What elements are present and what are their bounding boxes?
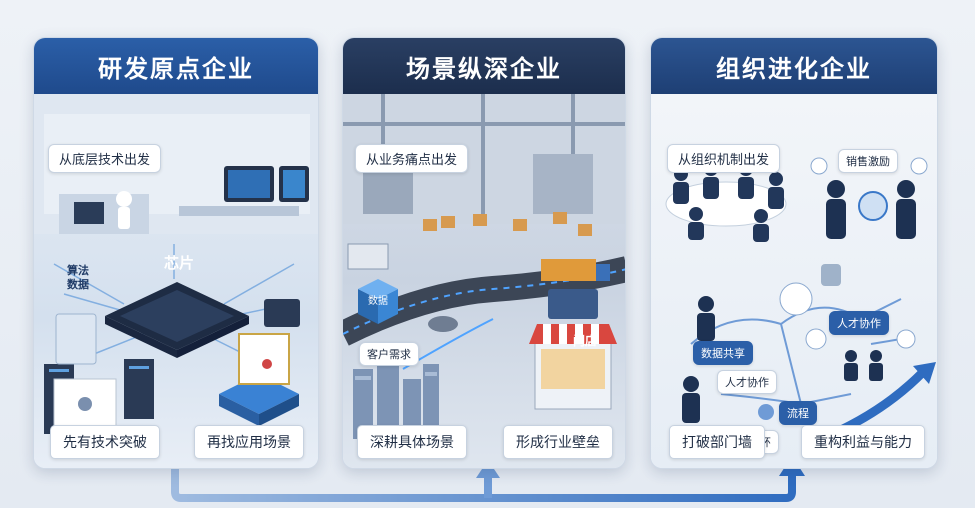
side-label: 算法 数据 bbox=[67, 264, 89, 291]
column-title: 研发原点企业 bbox=[34, 38, 318, 94]
hub-label: 数据 bbox=[368, 296, 388, 307]
bottom-left-label: 深耕具体场景 bbox=[357, 425, 467, 459]
tag-label: 从业务痛点出发 bbox=[355, 144, 469, 173]
talent-collab-label-2: 人才协作 bbox=[717, 370, 777, 394]
column-scenario-depth: 场景纵深企业 bbox=[342, 37, 626, 469]
tag-label: 从底层技术出发 bbox=[48, 144, 162, 173]
column-illustration: 芯片 算法 数据 从底层技术出发 先有技术突破 再找应用场景 bbox=[34, 94, 318, 468]
arrow-up-right-icon bbox=[913, 362, 936, 384]
column-illustration: 从组织机制出发 销售激励 数据共享 人才协作 人才协作 流程 流环 打破部门墙 … bbox=[651, 94, 937, 468]
column-title: 组织进化企业 bbox=[651, 38, 937, 94]
sales-incentive-label: 销售激励 bbox=[838, 149, 898, 173]
process-label: 流程 bbox=[779, 401, 817, 425]
column-rd-origin: 研发原点企业 bbox=[33, 37, 319, 469]
bottom-right-label: 重构利益与能力 bbox=[801, 425, 925, 459]
arrow-up-icon bbox=[476, 460, 500, 478]
talent-collab-label: 人才协作 bbox=[829, 311, 889, 335]
column-title: 场景纵深企业 bbox=[343, 38, 625, 94]
column-org-evolution: 组织进化企业 bbox=[650, 37, 938, 469]
org-illustration bbox=[665, 157, 936, 444]
store-sign: 门店 bbox=[573, 334, 598, 348]
customer-demand-label: 客户需求 bbox=[359, 342, 419, 366]
data-share-label: 数据共享 bbox=[693, 341, 753, 365]
column-illustration: 门店 数据 从业务痛点出发 客户需求 深耕具体场景 形成行业壁垒 bbox=[343, 94, 625, 468]
bottom-left-label: 先有技术突破 bbox=[50, 425, 160, 459]
chip-label: 芯片 bbox=[164, 254, 195, 272]
tag-label: 从组织机制出发 bbox=[667, 144, 781, 173]
bottom-right-label: 再找应用场景 bbox=[194, 425, 304, 459]
bottom-right-label: 形成行业壁垒 bbox=[503, 425, 613, 459]
bottom-left-label: 打破部门墙 bbox=[669, 425, 765, 459]
